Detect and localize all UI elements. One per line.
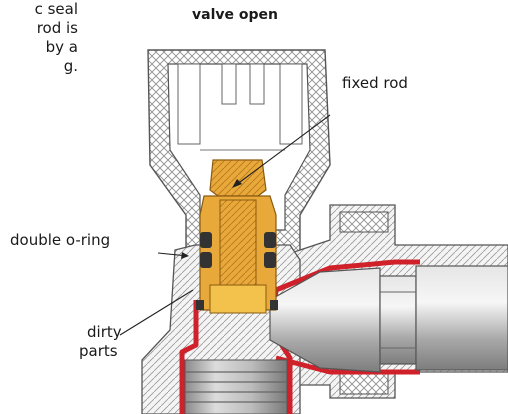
- steel-plug: [269, 265, 508, 373]
- oring-right-lower: [264, 252, 276, 268]
- brass-stem: [196, 159, 278, 314]
- intro-line-1: c seal: [34, 0, 78, 18]
- bellows: [184, 359, 288, 414]
- oring-left-lower: [200, 252, 212, 268]
- label-double-oring: double o-ring: [10, 231, 111, 249]
- label-parts: parts: [79, 342, 118, 360]
- intro-line-3: by a: [45, 38, 78, 56]
- intro-line-2: rod is: [36, 19, 78, 37]
- oring-right-upper: [264, 232, 276, 248]
- intro-text: c seal rod is by a g.: [0, 0, 78, 76]
- label-fixed-rod: fixed rod: [342, 74, 408, 92]
- diagram-title: valve open: [192, 7, 278, 23]
- handwheel-cap: [147, 49, 331, 256]
- label-dirty: dirty: [87, 323, 122, 341]
- leader-lines: [119, 114, 331, 336]
- oring-left-upper: [200, 232, 212, 248]
- intro-line-4: g.: [63, 57, 78, 75]
